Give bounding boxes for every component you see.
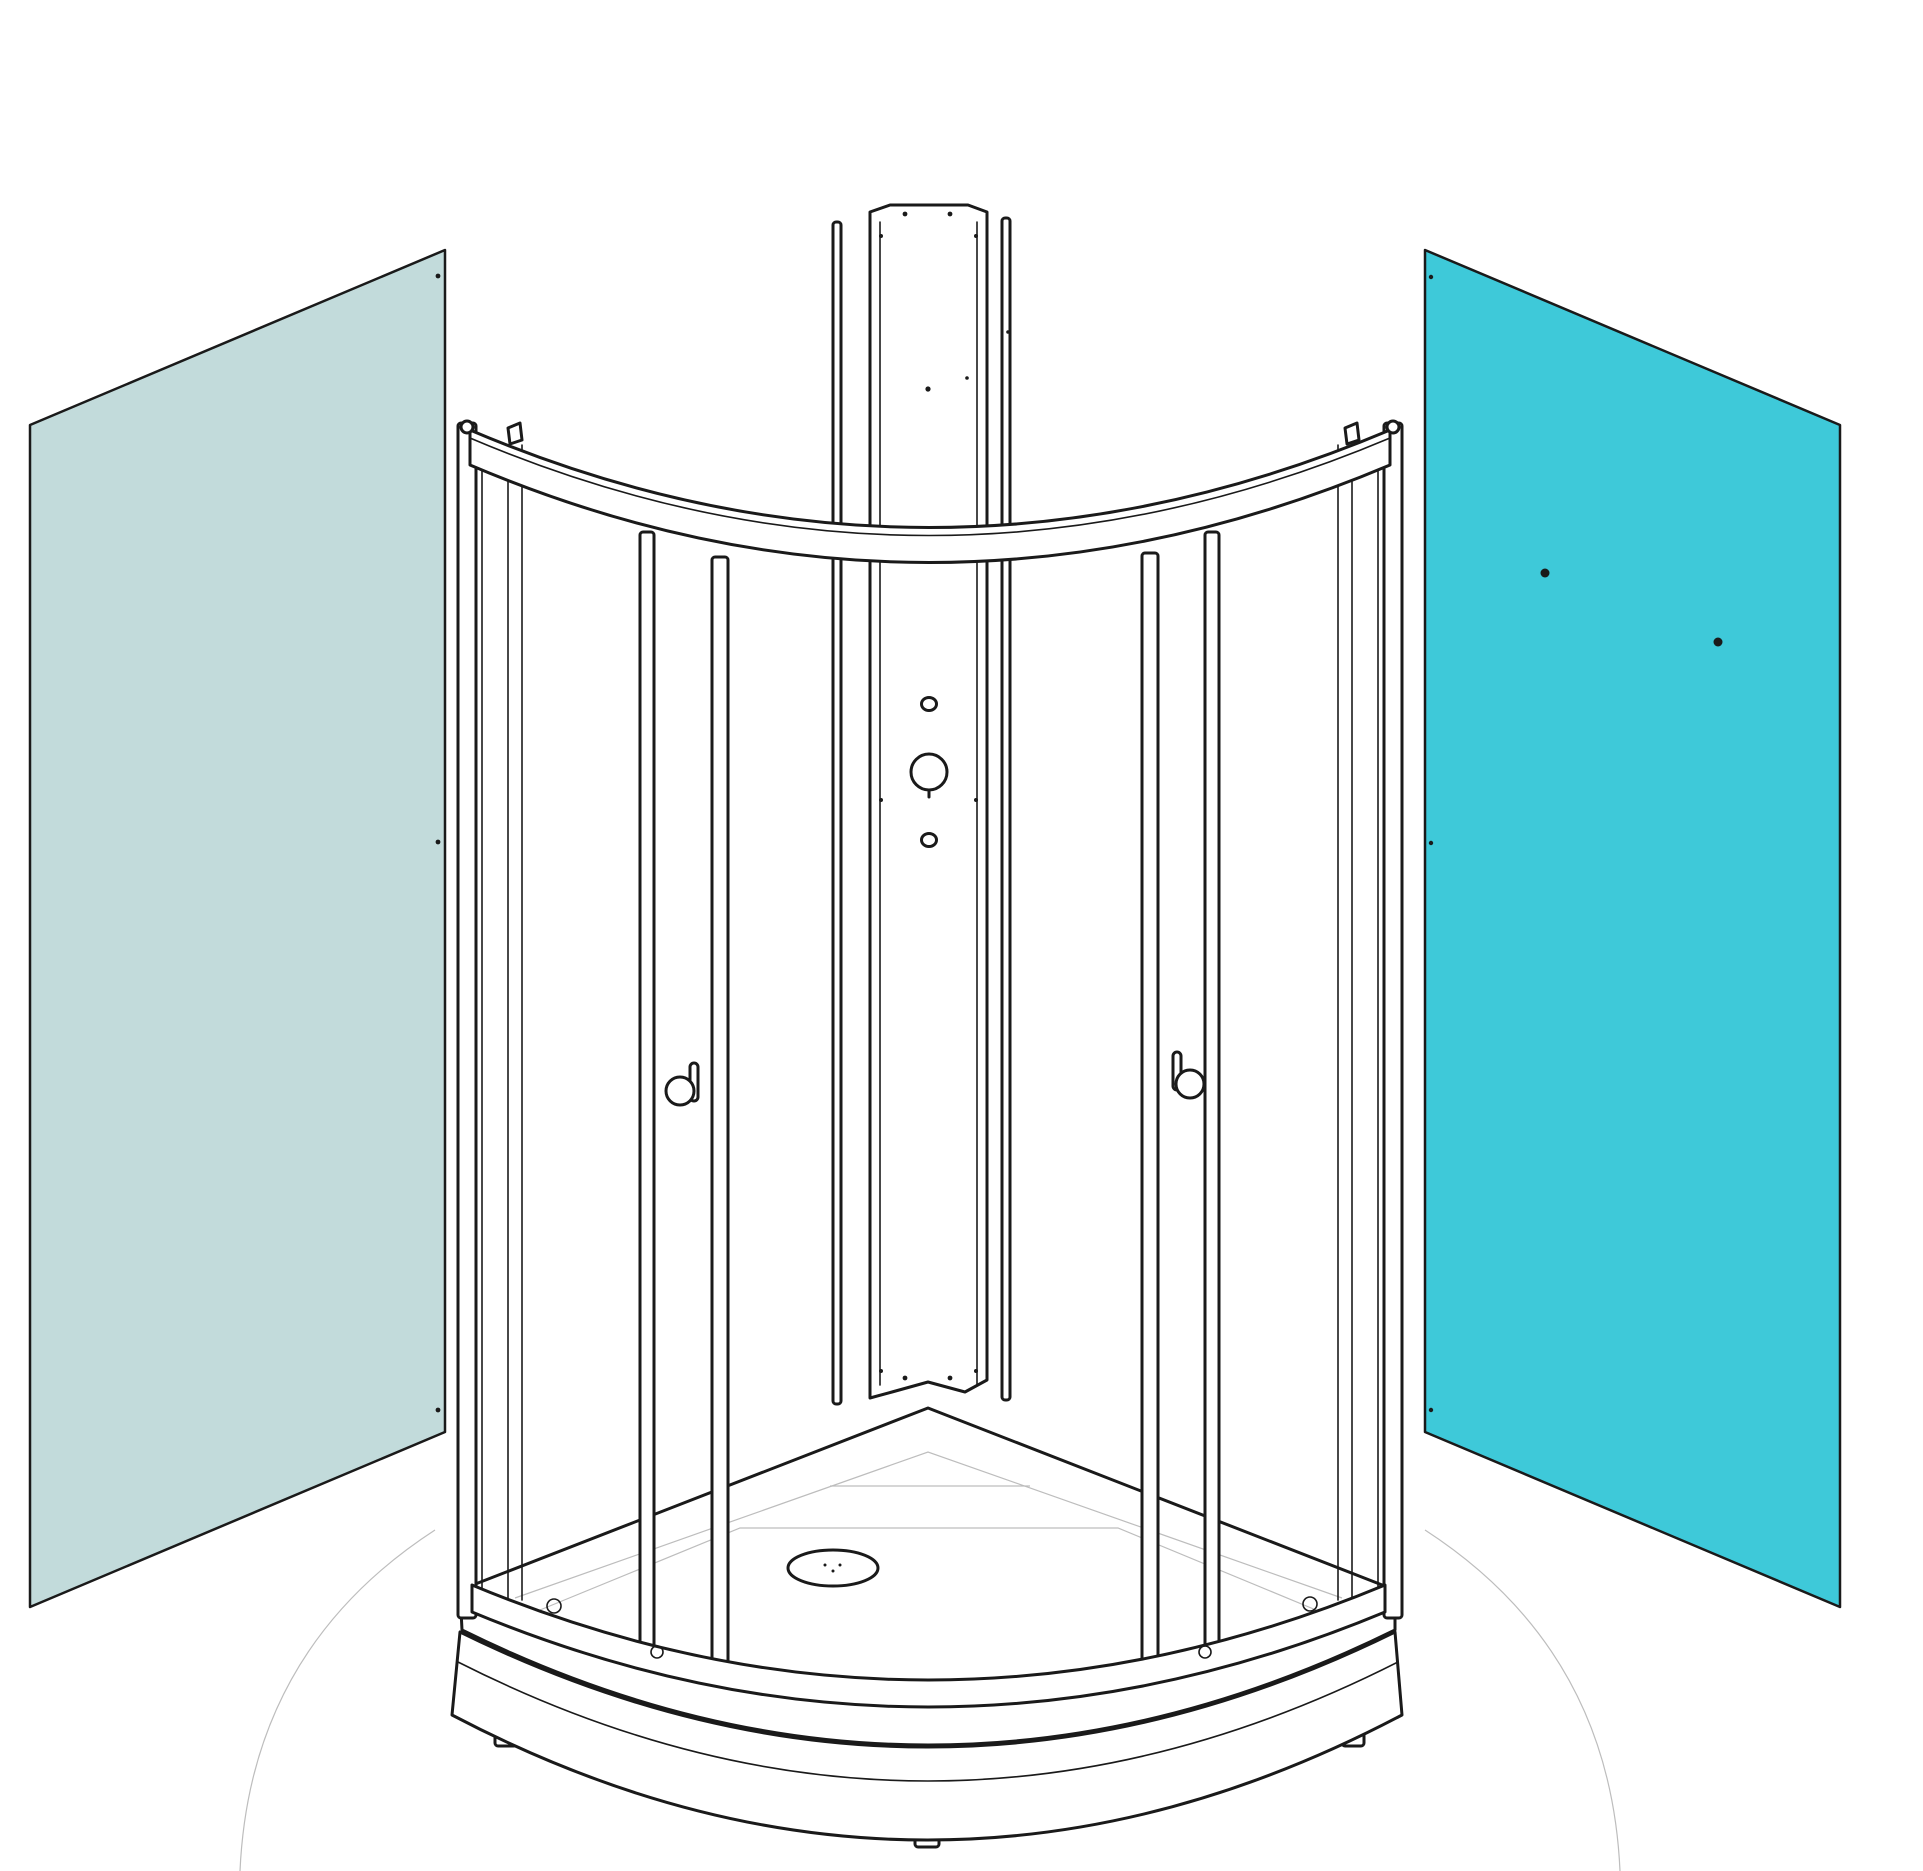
- right-door-stile: [1203, 530, 1221, 1652]
- panel-screw-hole: [435, 273, 441, 279]
- right-post: [1382, 421, 1404, 1620]
- right-rail: [1000, 216, 1012, 1402]
- valve-hole-top: [920, 696, 938, 712]
- door-handle-icon: [664, 1061, 700, 1107]
- left-post: [456, 421, 478, 1620]
- panel-screw-hole: [1428, 840, 1434, 846]
- top-curved-rail: [468, 428, 1392, 564]
- left-door-stile: [710, 555, 730, 1681]
- floor-guide-arcs: [239, 1529, 1621, 1871]
- shower-tray: [450, 1406, 1404, 1849]
- drain-icon: [786, 1548, 880, 1588]
- door-handle-icon: [1171, 1050, 1206, 1100]
- panel-screw-hole: [1428, 274, 1434, 280]
- curved-shower-enclosure: [456, 419, 1404, 1709]
- panel-hole: [1713, 637, 1723, 647]
- right-door-stile: [1140, 551, 1160, 1677]
- left-door-stile: [638, 530, 656, 1652]
- valve-hole-bottom: [920, 832, 938, 848]
- back-column: [831, 203, 1012, 1406]
- left-rail: [831, 220, 843, 1406]
- panel-hole: [1540, 568, 1550, 578]
- panel-screw-hole: [435, 839, 441, 845]
- left-wall-panel: [28, 248, 447, 1609]
- panel-screw-hole: [1428, 1407, 1434, 1413]
- right-wall-panel: [1423, 248, 1842, 1609]
- bottom-curved-rail: [470, 1583, 1387, 1709]
- panel-screw-hole: [435, 1407, 441, 1413]
